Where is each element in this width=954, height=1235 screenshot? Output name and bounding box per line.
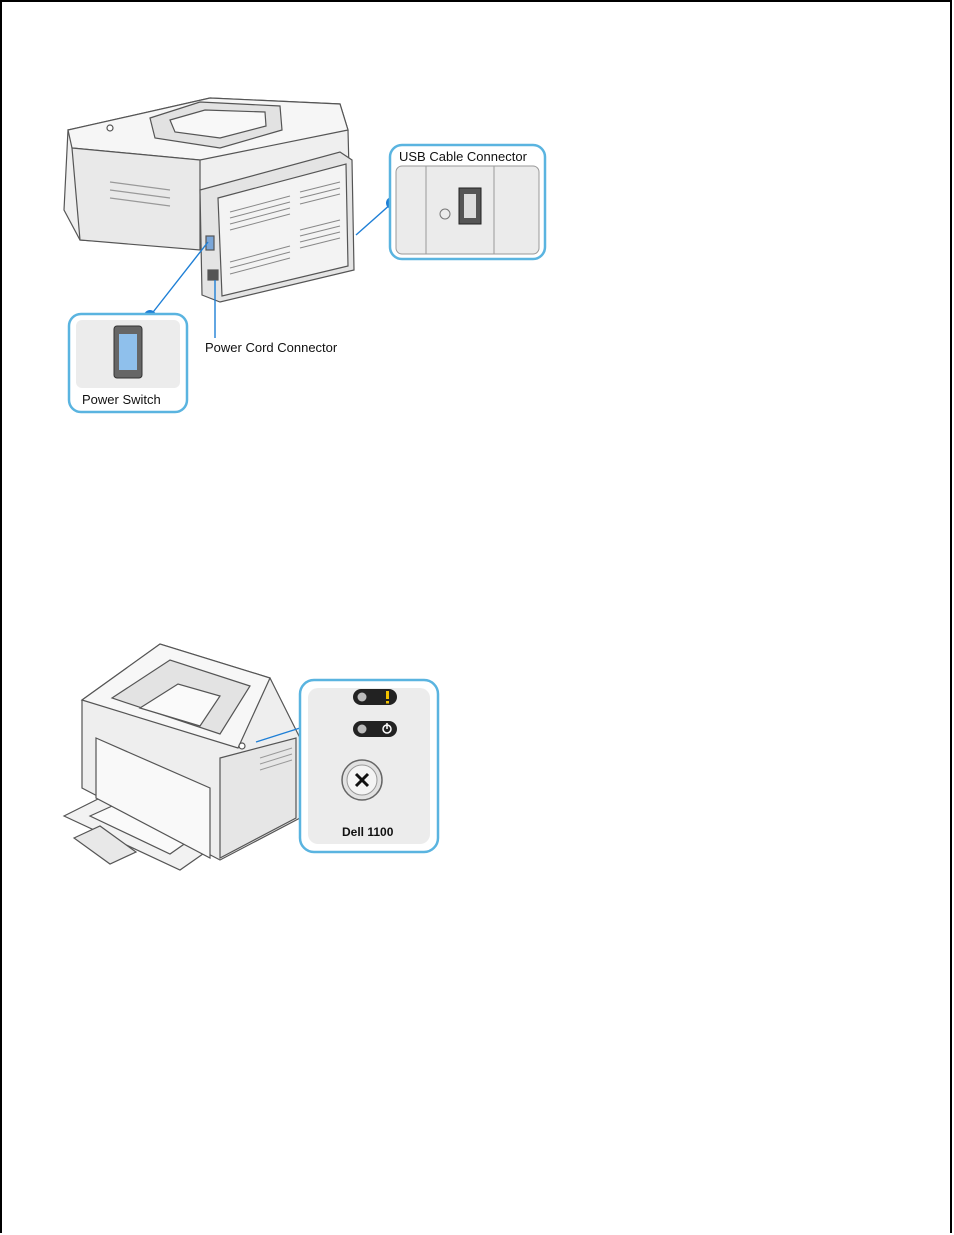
usb-callout-label: USB Cable Connector xyxy=(399,149,528,164)
error-indicator xyxy=(353,689,397,705)
control-panel-callout: Dell 1100 xyxy=(298,678,440,854)
model-label: Dell 1100 xyxy=(342,825,394,839)
callout-leaders xyxy=(149,202,393,338)
control-panel-leader xyxy=(255,727,301,743)
printer-rear-figure: USB Cable Connector Power Cord Connector… xyxy=(63,97,547,414)
usb-callout: USB Cable Connector xyxy=(388,143,547,261)
printer-front-body xyxy=(80,643,301,861)
cancel-x-icon xyxy=(354,772,370,788)
cancel-button[interactable] xyxy=(341,759,383,801)
printer-front-figure: Dell 1100 xyxy=(62,643,440,871)
power-switch-label: Power Switch xyxy=(82,392,161,407)
printer-rear-panel xyxy=(199,151,355,303)
power-switch-callout: Power Switch xyxy=(67,312,189,414)
power-cord-connector-label: Power Cord Connector xyxy=(205,340,338,355)
power-indicator xyxy=(353,721,397,737)
